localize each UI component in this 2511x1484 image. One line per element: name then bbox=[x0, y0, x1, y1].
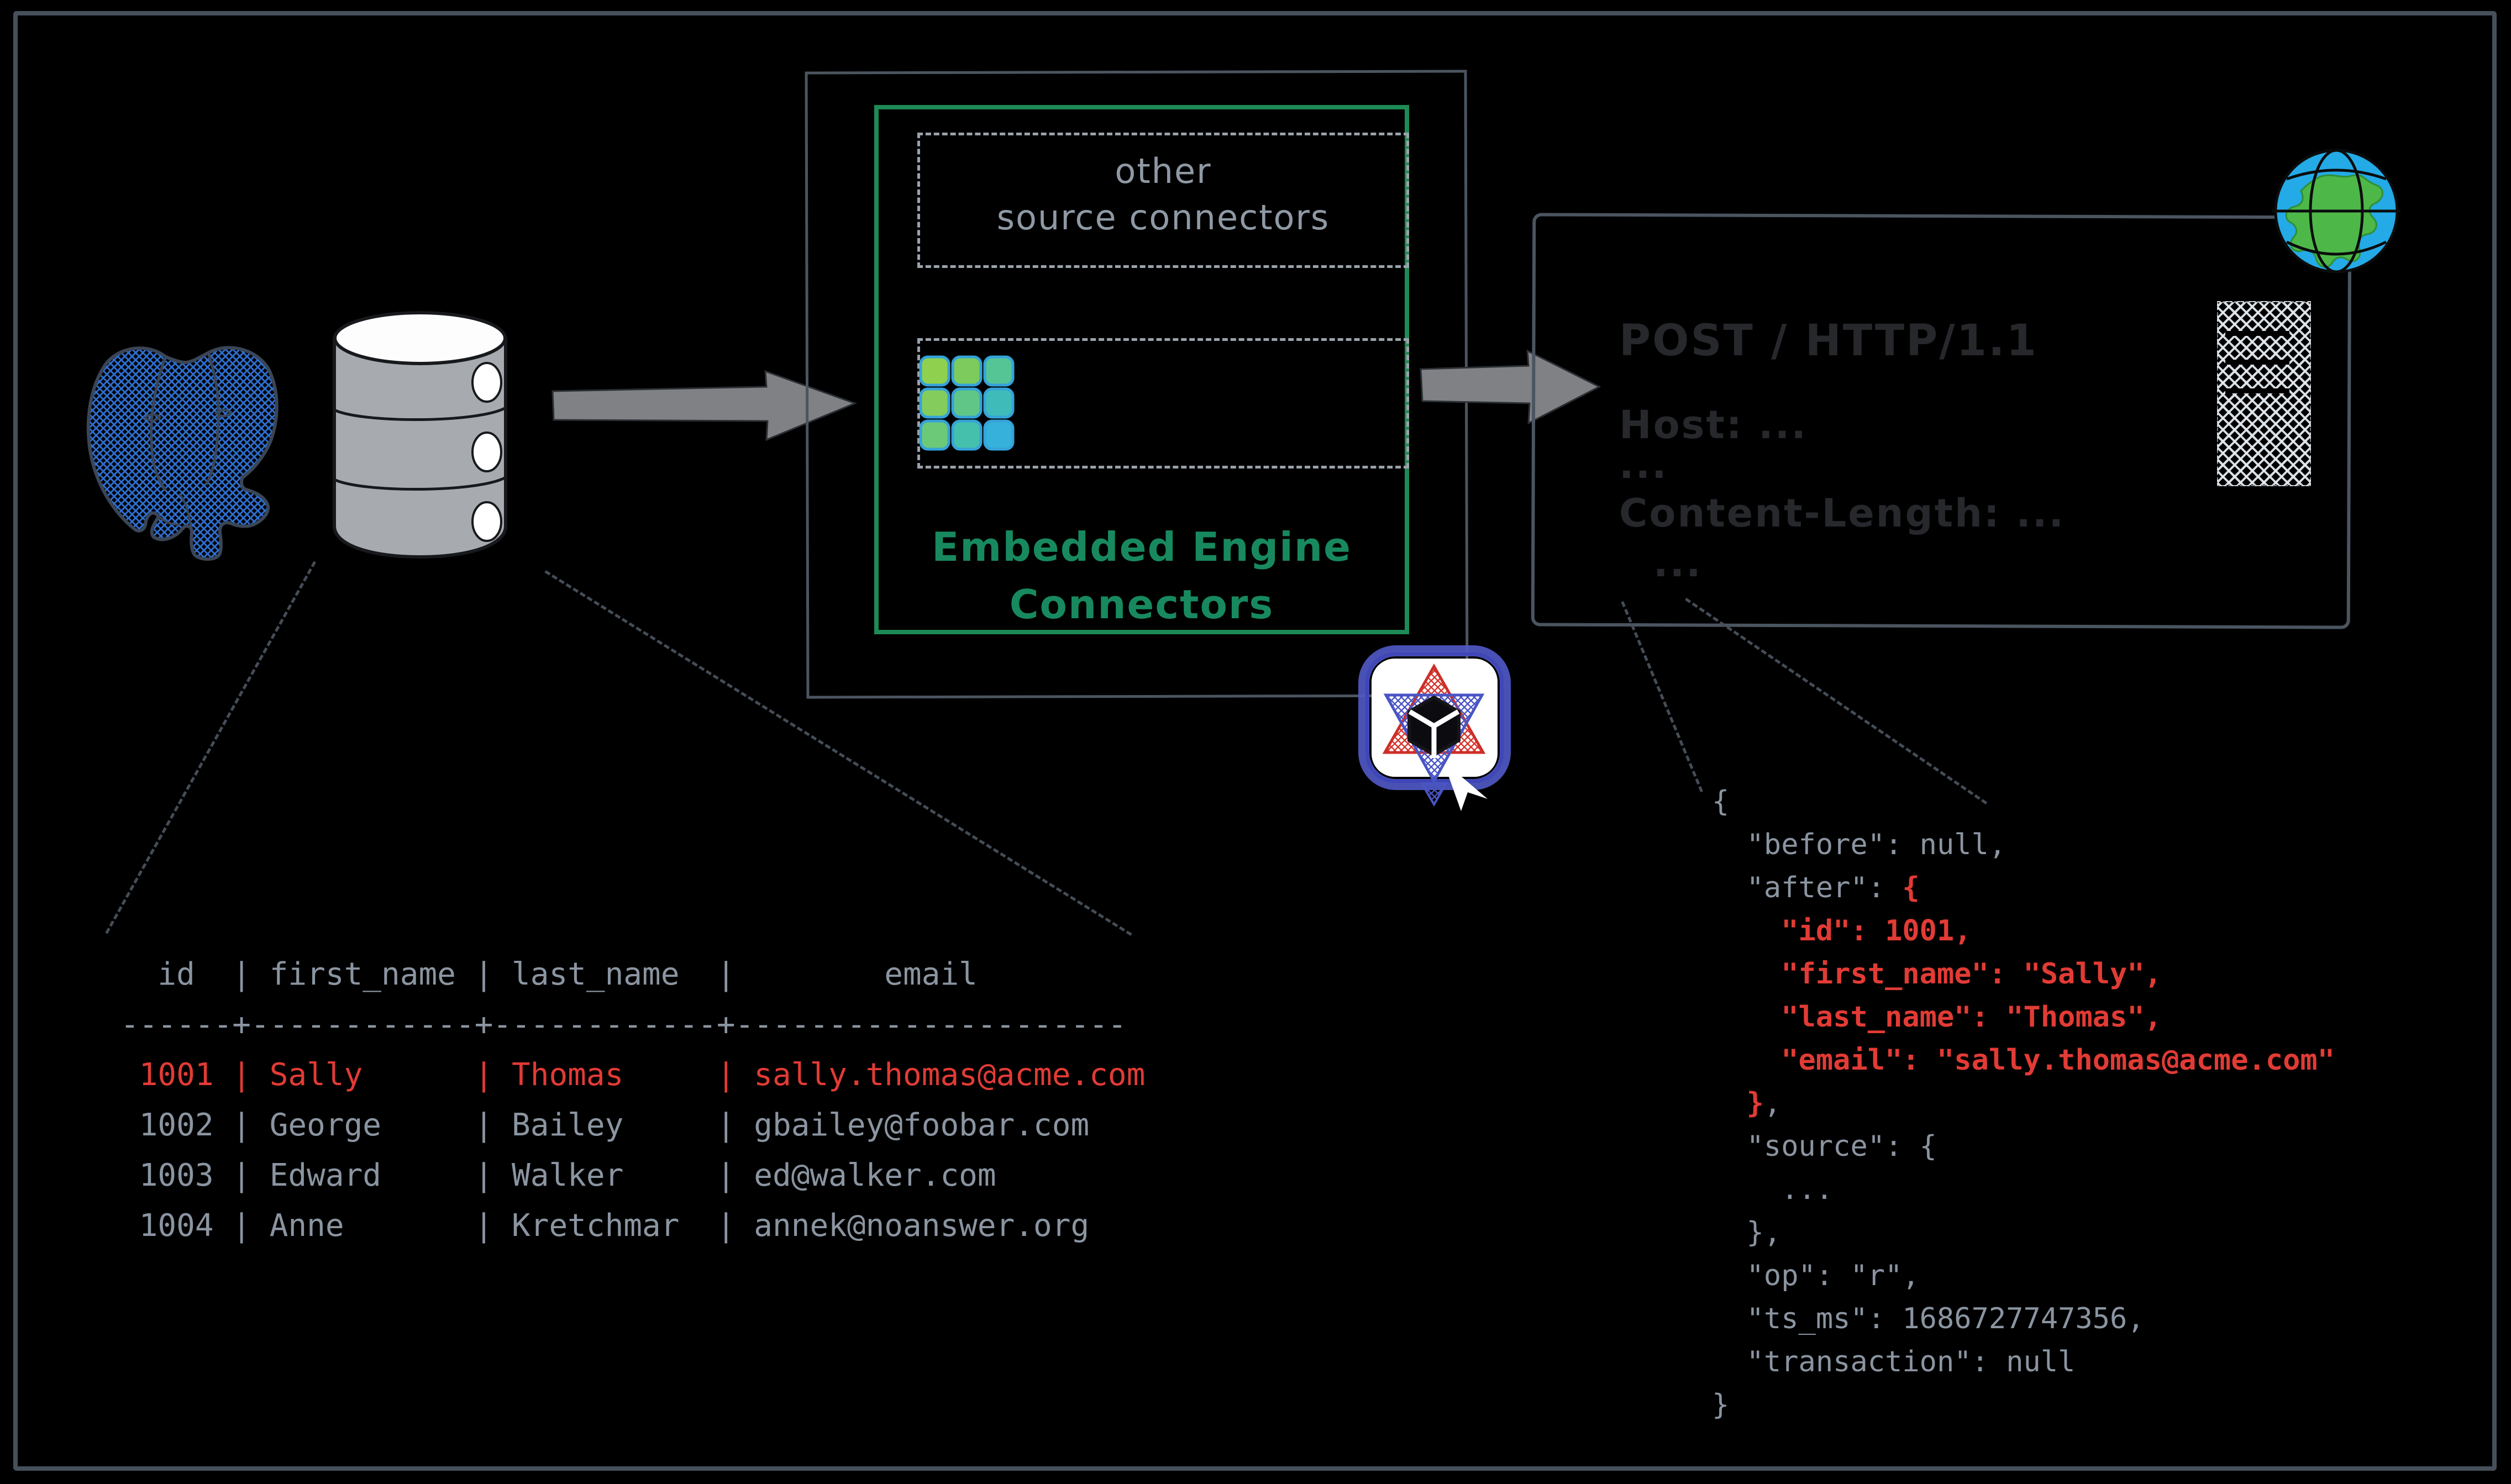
json-segment: }, bbox=[1712, 1216, 1782, 1249]
json-segment: ... bbox=[1712, 1173, 1834, 1206]
json-line: "email": "sally.thomas@acme.com" bbox=[1712, 1039, 2335, 1082]
json-segment: "source": { bbox=[1712, 1130, 1937, 1163]
flow-arrow-icon bbox=[551, 370, 858, 441]
table-header: id | first_name | last_name | email bbox=[120, 956, 978, 992]
table-row: 1004 | Anne | Kretchmar | annek@noanswer… bbox=[120, 1208, 1090, 1244]
customers-table: id | first_name | last_name | email ----… bbox=[120, 949, 1145, 1251]
table-row: 1001 | Sally | Thomas | sally.thomas@acm… bbox=[120, 1057, 1146, 1093]
other-connectors-label: other source connectors bbox=[917, 148, 1409, 241]
postgres-elephant-icon bbox=[86, 346, 279, 561]
http-ellipsis-line: ... bbox=[1653, 540, 1703, 586]
json-segment: } bbox=[1746, 1087, 1764, 1120]
star-cube-app-icon bbox=[1358, 645, 1511, 807]
json-segment: { bbox=[1712, 785, 1730, 818]
http-ellipsis-line: ... bbox=[1619, 442, 1668, 487]
embedded-engine-line2: Connectors bbox=[1009, 581, 1274, 628]
json-segment: "after": bbox=[1712, 871, 1903, 904]
json-line: "after": { bbox=[1712, 866, 2335, 909]
json-segment: } bbox=[1712, 1388, 1730, 1422]
json-line: "transaction": null bbox=[1712, 1340, 2335, 1383]
globe-icon bbox=[2272, 149, 2400, 273]
flow-arrow-icon bbox=[1420, 349, 1601, 425]
json-line: ... bbox=[1712, 1168, 2335, 1211]
change-event-json: { "before": null, "after": { "id": 1001,… bbox=[1712, 780, 2335, 1427]
json-line: }, bbox=[1712, 1211, 2335, 1254]
json-segment: "transaction": null bbox=[1712, 1345, 2076, 1378]
json-line: "before": null, bbox=[1712, 823, 2335, 866]
mouse-cursor-icon bbox=[1444, 765, 1488, 811]
json-line: "ts_ms": 1686727747356, bbox=[1712, 1297, 2335, 1340]
embedded-engine-label: Embedded Engine Connectors bbox=[874, 518, 1409, 633]
hatch-gap bbox=[2225, 388, 2290, 393]
json-segment: "op": "r", bbox=[1712, 1259, 1920, 1292]
json-segment: , bbox=[1763, 1087, 1782, 1120]
json-line: "id": 1001, bbox=[1712, 909, 2335, 953]
json-segment: "id": 1001, bbox=[1712, 914, 1972, 948]
table-row: 1002 | George | Bailey | gbailey@foobar.… bbox=[120, 1107, 1090, 1143]
other-connectors-line2: source connectors bbox=[996, 197, 1330, 238]
other-connectors-line1: other bbox=[1115, 151, 1212, 191]
postgres-connector-box bbox=[917, 338, 1409, 469]
hatch-gap bbox=[2225, 360, 2290, 365]
json-line: "first_name": "Sally", bbox=[1712, 953, 2335, 996]
json-line: "last_name": "Thomas", bbox=[1712, 996, 2335, 1039]
json-segment: "email": "sally.thomas@acme.com" bbox=[1712, 1044, 2335, 1077]
table-separator: ------+------------+------------+-------… bbox=[120, 1007, 1127, 1043]
frame-border bbox=[13, 11, 2497, 1471]
http-content-length-line: Content-Length: ... bbox=[1619, 491, 2066, 536]
http-host-line: Host: ... bbox=[1619, 402, 1808, 448]
json-segment: "last_name": "Thomas", bbox=[1712, 1001, 2162, 1034]
json-line: }, bbox=[1712, 1082, 2335, 1125]
json-segment: "before": null, bbox=[1712, 828, 2006, 861]
json-segment: "first_name": "Sally", bbox=[1712, 957, 2162, 991]
json-line: "source": { bbox=[1712, 1125, 2335, 1168]
json-line: } bbox=[1712, 1383, 2335, 1427]
database-cylinder-icon bbox=[333, 311, 507, 559]
http-request-line: POST / HTTP/1.1 bbox=[1619, 316, 2038, 366]
hatch-gap bbox=[2225, 331, 2290, 336]
table-row: 1003 | Edward | Walker | ed@walker.com bbox=[120, 1157, 996, 1193]
json-line: "op": "r", bbox=[1712, 1254, 2335, 1297]
payload-hatch-block bbox=[2217, 301, 2311, 486]
json-segment: { bbox=[1902, 871, 1920, 904]
embedded-engine-line1: Embedded Engine bbox=[932, 524, 1352, 570]
json-segment: "ts_ms": 1686727747356, bbox=[1712, 1302, 2145, 1335]
connector-grid-icon bbox=[919, 355, 1015, 451]
json-line: { bbox=[1712, 780, 2335, 823]
json-segment bbox=[1712, 1087, 1747, 1120]
other-connectors-box bbox=[917, 133, 1409, 268]
